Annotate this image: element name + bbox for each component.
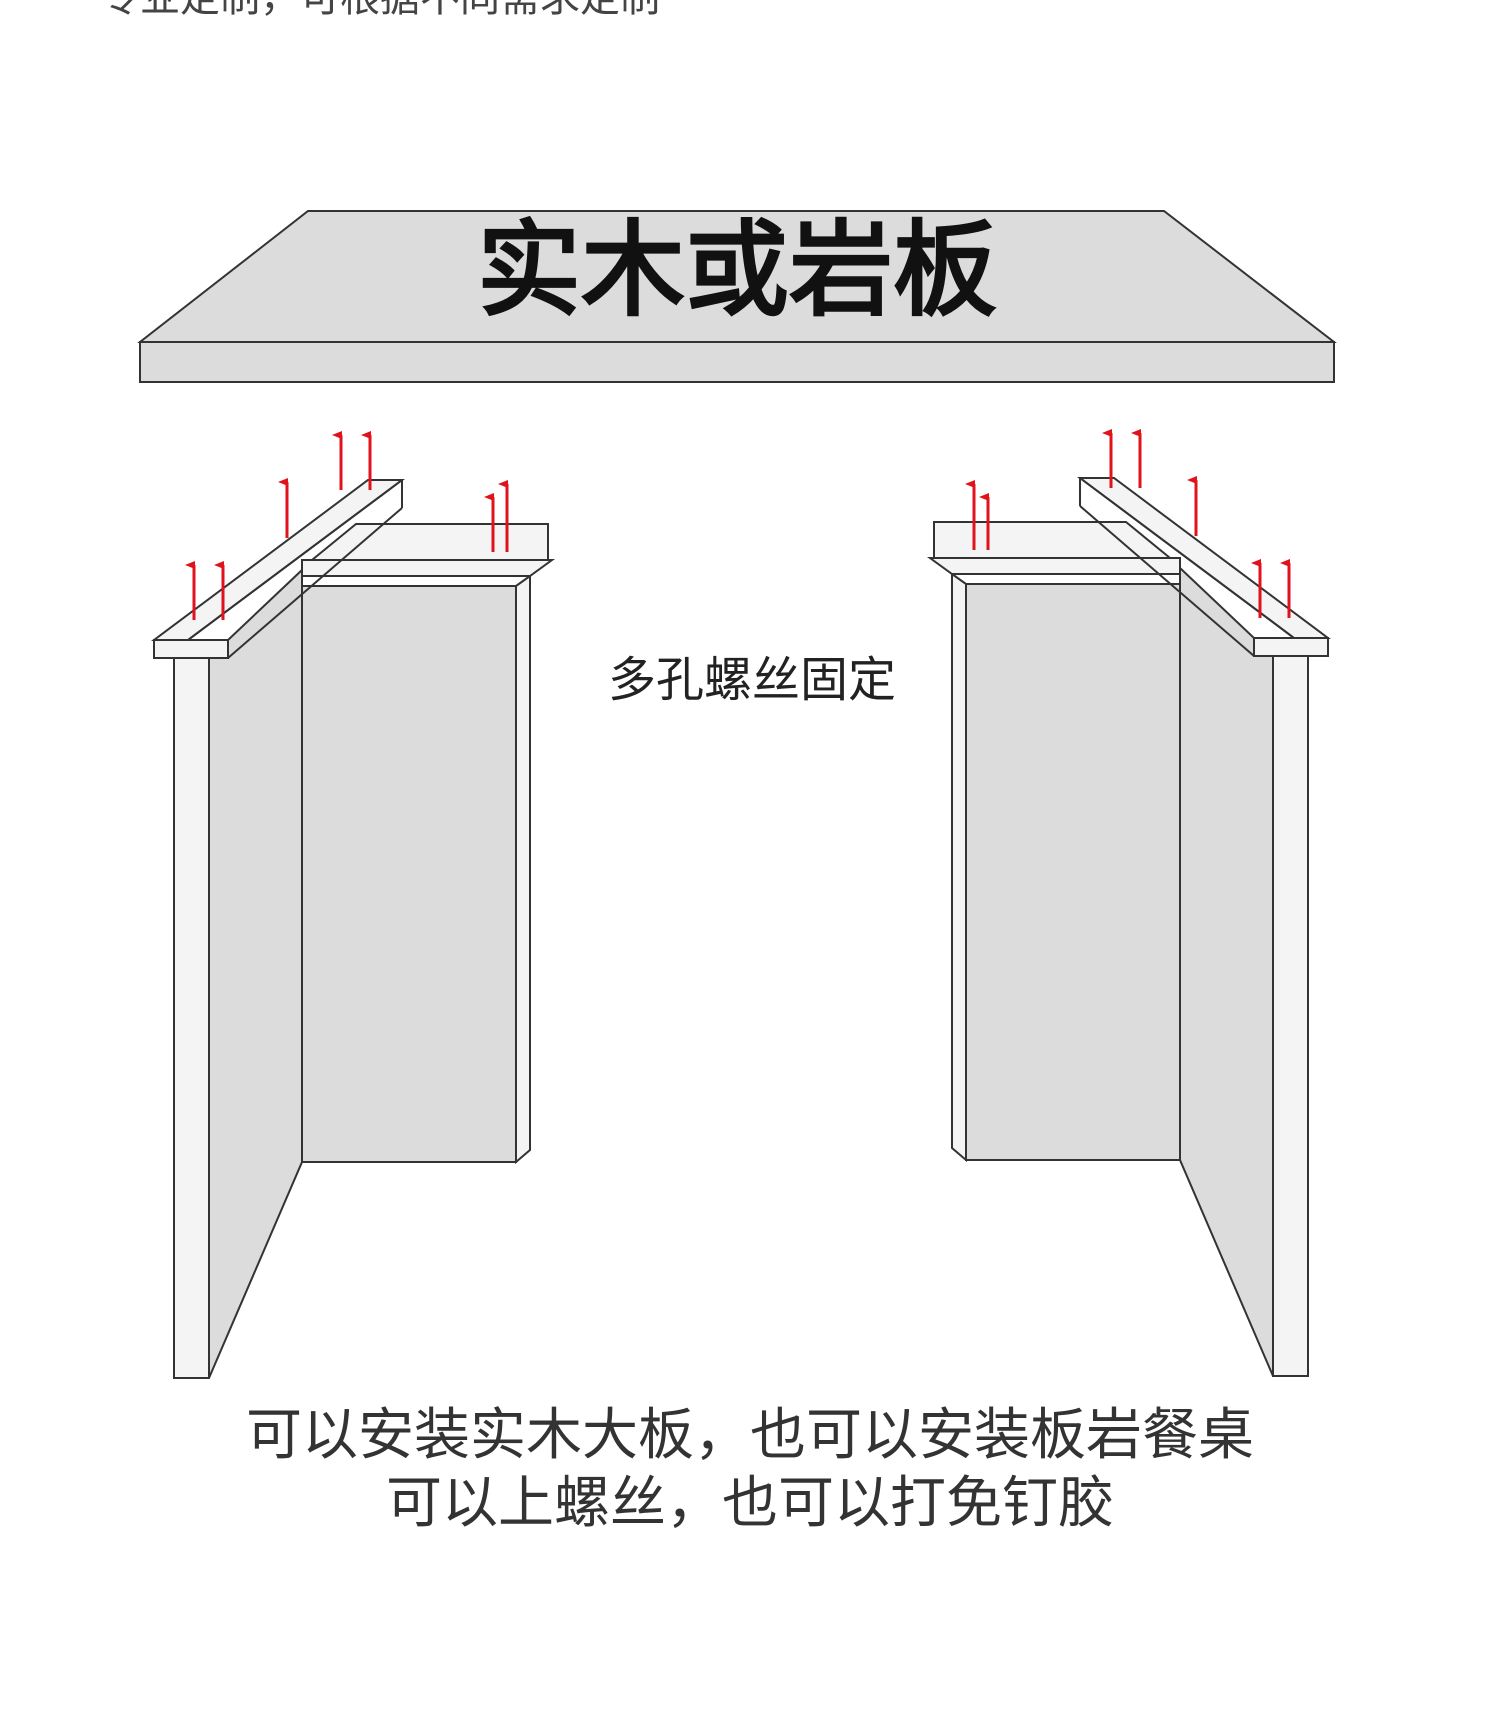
left-side-edge xyxy=(173,657,210,1379)
right-front-panel xyxy=(965,583,1181,1161)
right-screw-arrows xyxy=(965,429,1291,618)
right-side-panel xyxy=(1179,565,1274,1377)
left-front-panel-edge xyxy=(515,574,531,1165)
left-rail-right-front xyxy=(301,559,556,577)
left-screw-arrows xyxy=(185,431,509,620)
tabletop-slab: 实木或岩板 xyxy=(137,209,1337,383)
right-side-edge xyxy=(1272,655,1309,1377)
caption-line-1: 可以安装实木大板，也可以安装板岩餐桌 xyxy=(246,1403,1254,1468)
slab-label: 实木或岩板 xyxy=(477,209,997,331)
cropped-top-text: 专业定制，可根据不同需求定制 xyxy=(100,0,660,24)
left-pedestal xyxy=(150,431,556,1379)
right-front-panel-edge xyxy=(951,572,967,1163)
left-side-panel xyxy=(208,567,303,1379)
left-front-panel xyxy=(301,585,517,1163)
right-pedestal xyxy=(926,429,1332,1377)
fixing-label: 多孔螺丝固定 xyxy=(608,652,896,708)
slab-front-edge xyxy=(139,341,1335,383)
right-rail-left-front xyxy=(926,557,1181,575)
caption-line-2: 可以上螺丝，也可以打免钉胶 xyxy=(386,1471,1114,1536)
right-rail-front xyxy=(1253,637,1329,657)
left-rail-front xyxy=(153,639,229,659)
